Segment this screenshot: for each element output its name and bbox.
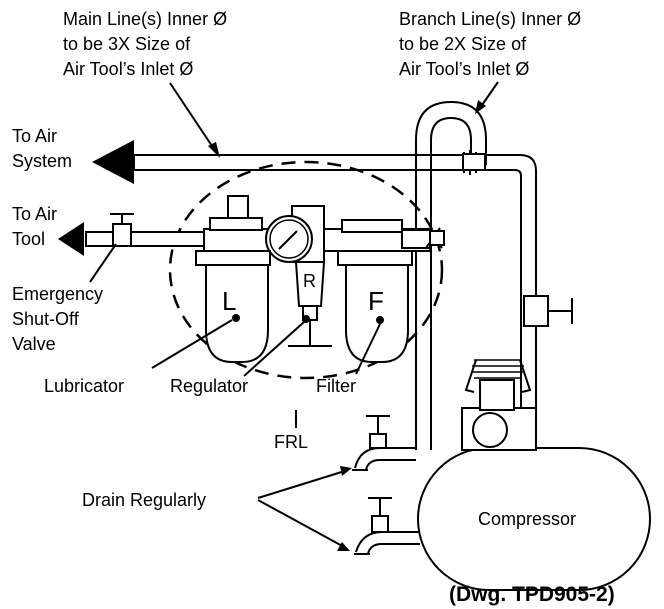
drain-lower	[354, 497, 420, 555]
frl-unit	[195, 195, 445, 363]
riser-valve	[523, 295, 573, 327]
main-line-label-1: Main Line(s) Inner Ø	[63, 9, 227, 29]
to-air-system-arrow	[92, 140, 134, 184]
compressor-label: Compressor	[478, 509, 576, 529]
branch-line-label-2: to be 2X Size of	[399, 34, 527, 54]
air-tool-line	[58, 213, 207, 256]
frl-boundary	[168, 160, 444, 380]
to-air-system-label-2: System	[12, 151, 72, 171]
to-air-tool-label-1: To Air	[12, 204, 57, 224]
emergency-valve-label-1: Emergency	[12, 284, 103, 304]
regulator-letter: R	[303, 271, 316, 291]
to-air-tool-arrow	[58, 222, 84, 256]
emergency-valve-label-3: Valve	[12, 334, 56, 354]
branch-line-label-3: Air Tool’s Inlet Ø	[399, 59, 529, 79]
drain-label: Drain Regularly	[82, 490, 206, 510]
emergency-valve-label-2: Shut-Off	[12, 309, 80, 329]
main-line-label-2: to be 3X Size of	[63, 34, 191, 54]
frl-label: FRL	[274, 432, 308, 452]
main-line-label-3: Air Tool’s Inlet Ø	[63, 59, 193, 79]
lubricator-label: Lubricator	[44, 376, 124, 396]
branch-line-label-1: Branch Line(s) Inner Ø	[399, 9, 581, 29]
drain-upper	[352, 415, 416, 471]
branch-line-pipe	[415, 100, 487, 450]
regulator-label: Regulator	[170, 376, 248, 396]
to-air-system-label-1: To Air	[12, 126, 57, 146]
drawing-reference: (Dwg. TPD905-2)	[449, 583, 615, 606]
lubricator-bowl-letter: L	[222, 286, 236, 316]
filter-bowl-letter: F	[368, 286, 384, 316]
to-air-tool-label-2: Tool	[12, 229, 45, 249]
filter-label: Filter	[316, 376, 356, 396]
compressor	[417, 359, 651, 591]
leader-lines	[89, 81, 499, 551]
